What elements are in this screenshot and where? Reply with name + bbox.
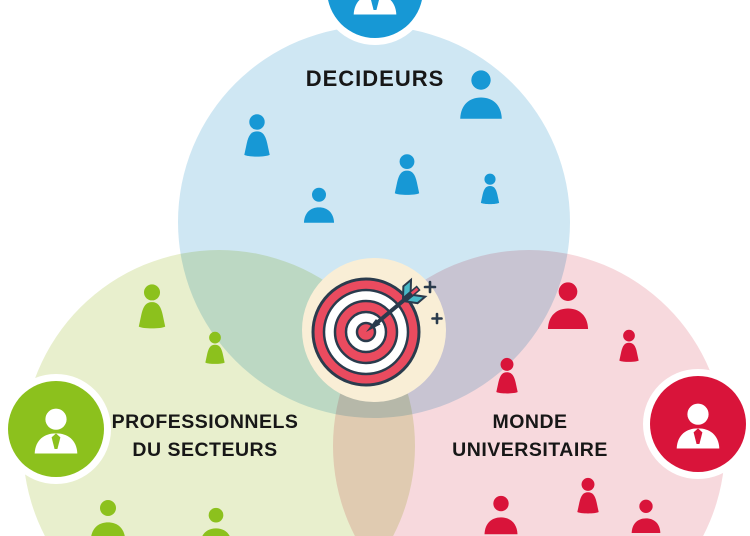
label-line: PROFESSIONNELS xyxy=(111,411,299,433)
label-line: MONDE xyxy=(492,411,568,433)
badge-disc xyxy=(8,381,104,477)
badge-disc xyxy=(650,376,746,472)
badge-professionnels xyxy=(1,374,111,484)
badge-disc xyxy=(327,0,423,38)
person-icon xyxy=(353,0,397,15)
person-icon xyxy=(676,403,720,449)
person-icon xyxy=(34,408,78,454)
badge-universitaire xyxy=(643,369,750,479)
label-professionnels: PROFESSIONNELS DU SECTEURS xyxy=(70,408,340,464)
label-line: UNIVERSITAIRE xyxy=(452,439,608,461)
label-universitaire: MONDE UNIVERSITAIRE xyxy=(415,408,645,464)
target-bullseye-dart-icon xyxy=(294,252,454,412)
label-decideurs: DECIDEURS xyxy=(305,66,445,91)
label-line: DU SECTEURS xyxy=(132,439,278,461)
